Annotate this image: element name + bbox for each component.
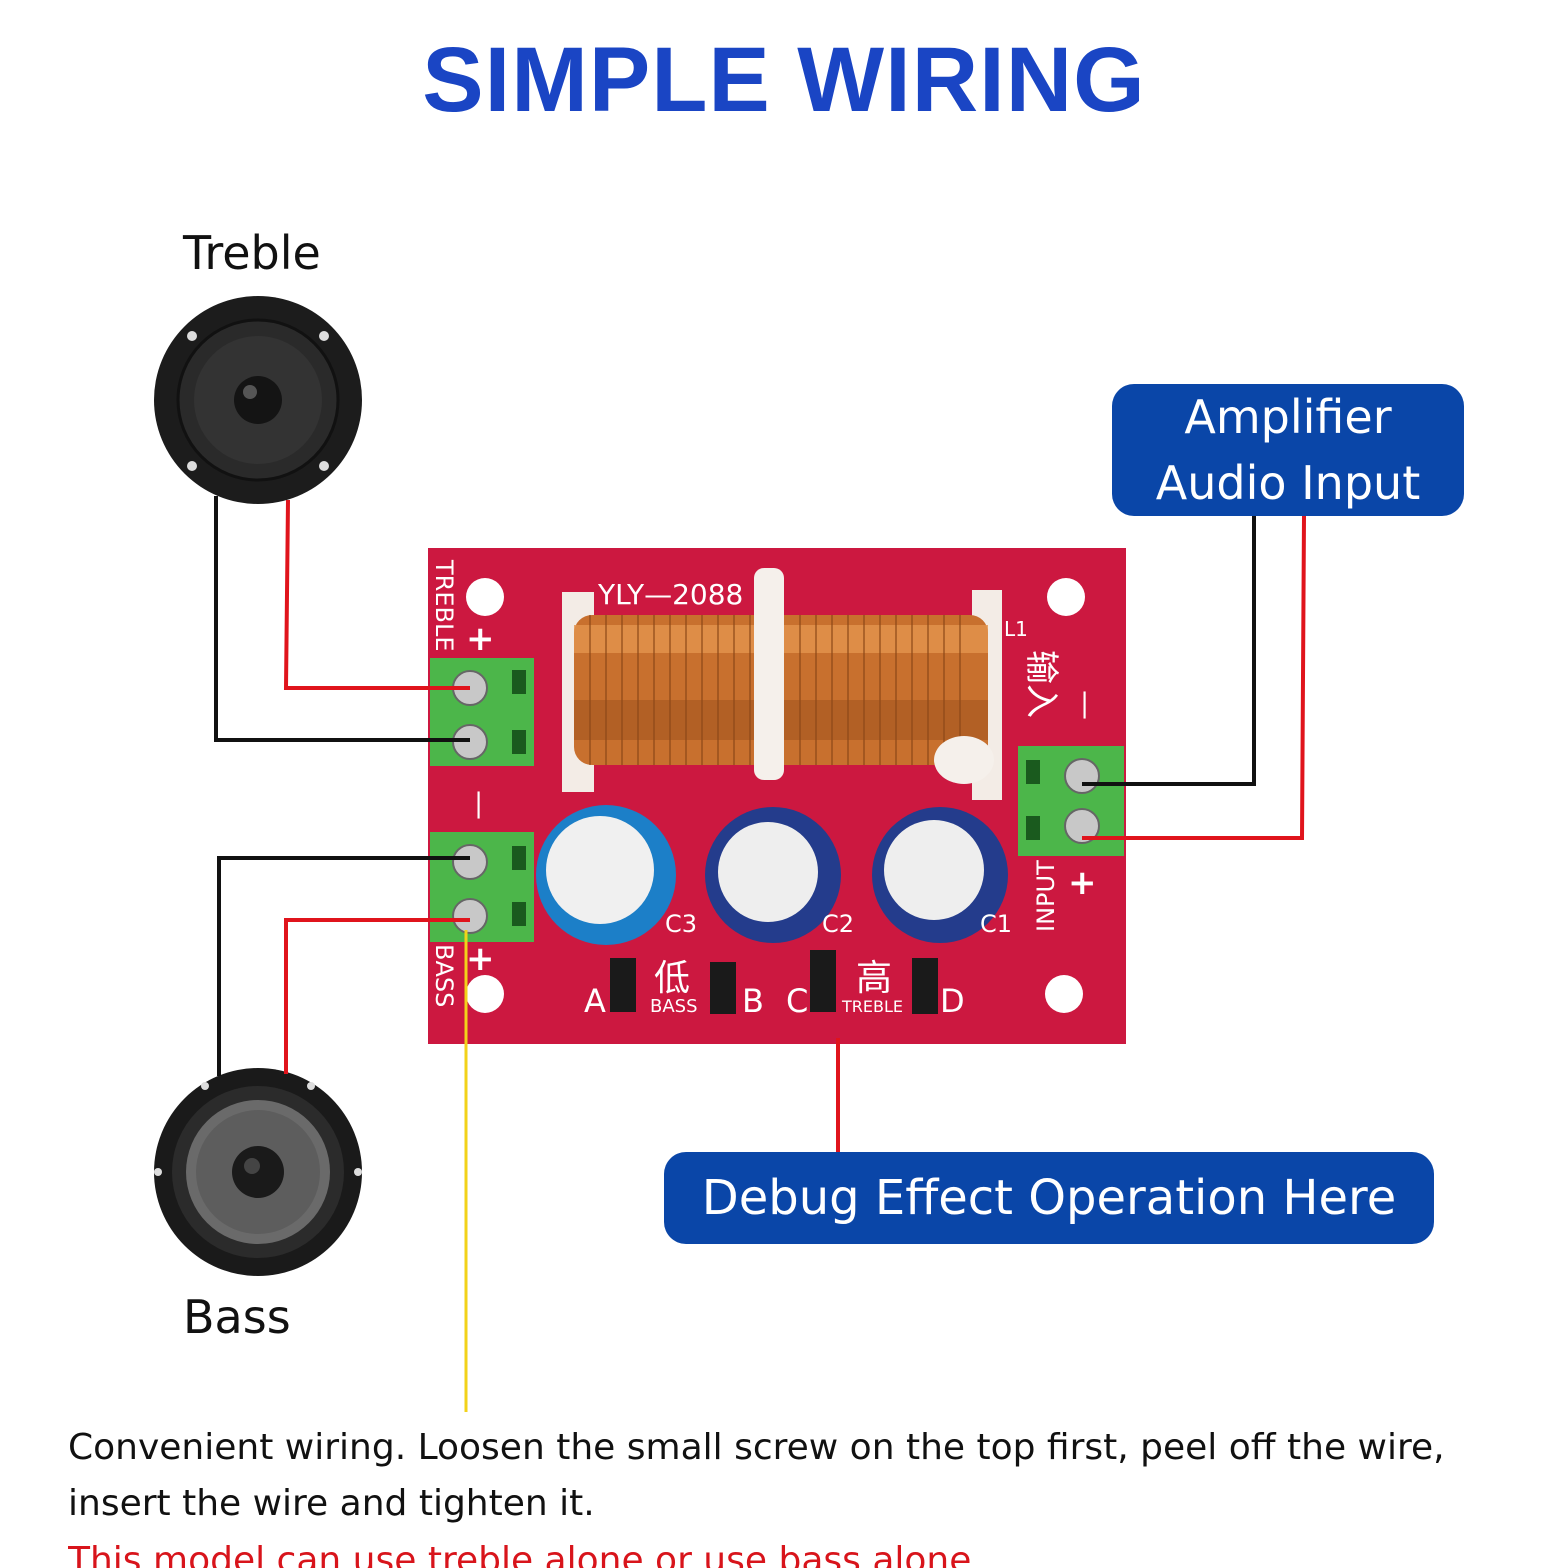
- board-treble-side: TREBLE: [430, 559, 458, 652]
- bass-plus: +: [466, 939, 495, 979]
- treble-red-wire: [283, 499, 470, 690]
- page-title: SIMPLE WIRING: [422, 29, 1146, 131]
- jumper-letter-d: D: [940, 982, 965, 1020]
- amplifier-callout-line2: Audio Input: [1155, 456, 1421, 510]
- usage-note: This model can use treble alone or use b…: [68, 1540, 972, 1568]
- capacitor-c1: [872, 807, 1008, 943]
- jumper-pins: [610, 950, 938, 1014]
- treble-minus: —: [462, 790, 497, 820]
- treble-black-wire: [214, 496, 470, 742]
- cap-label-c1: C1: [980, 910, 1012, 938]
- wires: [214, 496, 1306, 1412]
- jumper-bass-label: BASS: [650, 996, 698, 1017]
- treble-speaker: [154, 296, 362, 504]
- amplifier-callout-line1: Amplifier: [1184, 390, 1392, 444]
- jumper-treble-label: TREBLE: [841, 997, 903, 1016]
- jumper-letter-c: C: [786, 982, 808, 1020]
- coil-label: L1: [1004, 617, 1028, 641]
- description-text: Convenient wiring. Loosen the small scre…: [68, 1427, 1445, 1524]
- jumper-bass-cn: 低: [654, 958, 690, 999]
- bass-label: Bass: [183, 1290, 291, 1344]
- bass-terminal: [430, 832, 534, 942]
- amplifier-input-callout: Amplifier Audio Input: [1112, 384, 1464, 516]
- capacitor-c3: [536, 805, 676, 945]
- input-minus: —: [1068, 690, 1103, 720]
- inductor-coil: [562, 568, 1002, 800]
- bass-black-wire: [217, 856, 470, 1076]
- cap-label-c2: C2: [822, 910, 854, 938]
- board-input-cn: 输入: [1021, 650, 1061, 718]
- cap-label-c3: C3: [665, 910, 697, 938]
- input-red-wire: [1082, 515, 1306, 840]
- treble-plus: +: [466, 619, 495, 659]
- crossover-board: YLY—2088 L1 C3 C2 C1 A B C D 低 BASS 高 TR…: [428, 548, 1126, 1044]
- board-input-side: INPUT: [1032, 860, 1060, 932]
- board-bass-side: BASS: [430, 944, 458, 1007]
- bass-speaker: [154, 1068, 362, 1276]
- jumper-letter-b: B: [742, 982, 764, 1020]
- jumper-letter-a: A: [584, 982, 606, 1020]
- jumper-treble-cn: 高: [856, 958, 892, 999]
- treble-label: Treble: [183, 226, 321, 280]
- debug-effect-callout: Debug Effect Operation Here: [664, 1152, 1434, 1244]
- treble-terminal: [430, 658, 534, 766]
- bass-red-wire: [284, 918, 470, 1074]
- input-plus: +: [1068, 863, 1097, 903]
- capacitor-c2: [705, 807, 841, 943]
- input-black-wire: [1082, 516, 1256, 786]
- board-model: YLY—2088: [597, 578, 743, 611]
